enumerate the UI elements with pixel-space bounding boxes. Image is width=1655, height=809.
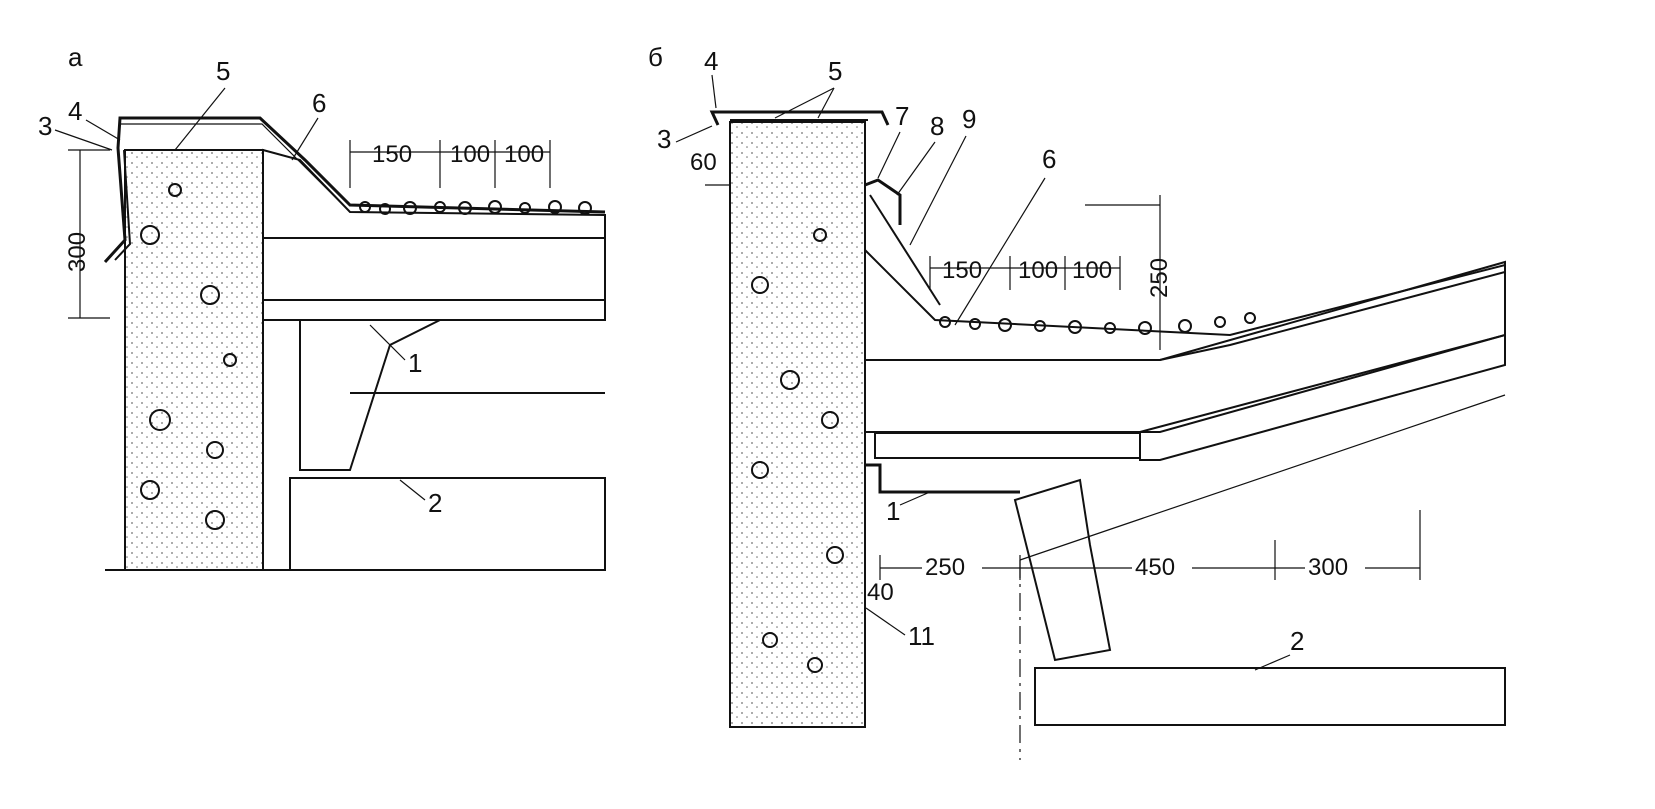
- apron-flashing-b: [864, 178, 902, 225]
- dim-a-g2: 100: [450, 141, 490, 168]
- dim-b-d2: 450: [1135, 554, 1175, 581]
- dim-b-gap: 40: [867, 579, 894, 606]
- callout-a-3: 3: [38, 111, 52, 141]
- callout-a-6: 6: [312, 88, 326, 118]
- callout-b-9: 9: [962, 104, 976, 134]
- support-b: [1013, 478, 1112, 662]
- panel-a: а: [38, 42, 606, 571]
- dim-b-g3: 100: [1072, 257, 1112, 284]
- beam-a: [289, 477, 606, 571]
- callouts-b: 4 3 5 7 8 9 6 1 2 11: [657, 46, 1304, 671]
- callout-b-3: 3: [657, 124, 671, 154]
- callout-a-1: 1: [408, 348, 422, 378]
- panel-b-letter: б: [648, 42, 663, 72]
- deck-a: [262, 299, 606, 321]
- dim-chain-a: 150 100 100: [349, 140, 551, 188]
- gravel-a: [359, 200, 592, 215]
- bracket-b: [865, 463, 1020, 494]
- callouts-a: 3 4 5 6 1 2: [38, 56, 442, 518]
- dim-offset-label: 60: [690, 149, 717, 176]
- dim-height-label: 300: [64, 232, 91, 272]
- callout-b-1: 1: [886, 496, 900, 526]
- dim-b-d3: 300: [1308, 554, 1348, 581]
- cap-flashing-b: [709, 110, 890, 126]
- callout-b-8: 8: [930, 111, 944, 141]
- parapet-wall-b: [729, 121, 866, 728]
- callout-b-5: 5: [828, 56, 842, 86]
- parapet-wall-a: [124, 149, 264, 571]
- callout-b-6: 6: [1042, 144, 1056, 174]
- callout-a-5: 5: [216, 56, 230, 86]
- callout-a-2: 2: [428, 488, 442, 518]
- dim-bottom-b: 250 450 300 40: [867, 510, 1421, 760]
- deck-b: [1139, 333, 1506, 461]
- cap-flashing-a: [103, 116, 606, 264]
- callout-b-4: 4: [704, 46, 718, 76]
- dim-offset-b: 60: [690, 149, 730, 186]
- dim-a-g1: 150: [372, 141, 412, 168]
- dim-a-g3: 100: [504, 141, 544, 168]
- slab-b: [874, 432, 1141, 459]
- callout-b-7: 7: [895, 101, 909, 131]
- panel-b: б: [648, 42, 1506, 760]
- dim-b-g2: 100: [1018, 257, 1058, 284]
- callout-a-4: 4: [68, 96, 82, 126]
- callout-b-11: 11: [908, 621, 935, 651]
- dim-b-d1: 250: [925, 554, 965, 581]
- callout-b-2: 2: [1290, 626, 1304, 656]
- dim-b-g1: 150: [942, 257, 982, 284]
- beam-b: [1034, 667, 1506, 726]
- dim-height-a: 300: [64, 149, 110, 319]
- bracket-a: [299, 319, 441, 471]
- dim-rise-b: 250: [1085, 195, 1173, 350]
- panel-a-letter: а: [68, 42, 83, 72]
- dim-chain-b: 150 100 100: [929, 256, 1121, 290]
- screed-a: [262, 148, 606, 239]
- gravel-b: [939, 312, 1256, 335]
- insulation-a: [262, 237, 606, 301]
- dim-rise-label: 250: [1146, 258, 1173, 298]
- insulation-b: [864, 260, 1506, 433]
